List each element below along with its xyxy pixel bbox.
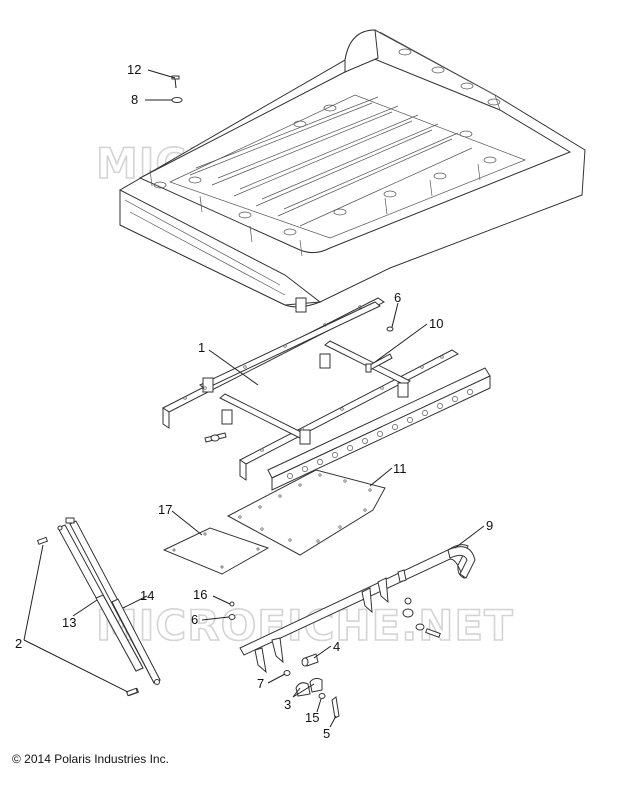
- hardware-6: [228, 614, 236, 620]
- gas-strut-13: [57, 524, 144, 697]
- pin-2-top: [36, 536, 49, 545]
- leader-lines: [23, 69, 485, 728]
- callout-3: 3: [284, 697, 291, 712]
- cargo-box: [119, 29, 586, 308]
- washer-7: [283, 670, 291, 676]
- callout-10: 10: [429, 316, 443, 331]
- callouts: 12 8 1 6 10 11 17 9 16 6 14 13 2 4 7 3 1…: [15, 62, 493, 741]
- washer-8: [171, 97, 183, 103]
- pin-10: [365, 353, 393, 373]
- copyright-notice: © 2014 Polaris Industries Inc.: [12, 752, 169, 766]
- callout-6-bottom: 6: [191, 612, 198, 627]
- callout-13: 13: [62, 615, 76, 630]
- callout-9: 9: [486, 518, 493, 533]
- callout-16: 16: [193, 587, 207, 602]
- callout-14: 14: [140, 588, 154, 603]
- callout-17: 17: [158, 502, 172, 517]
- bolt-5: [331, 696, 340, 719]
- callout-4: 4: [333, 639, 340, 654]
- callout-7: 7: [257, 676, 264, 691]
- panel-11: [226, 469, 386, 556]
- callout-2: 2: [15, 636, 22, 651]
- gas-strut-14: [65, 517, 161, 685]
- panel-17: [162, 527, 270, 575]
- callout-11: 11: [393, 461, 407, 476]
- callout-5: 5: [323, 726, 330, 741]
- bushing-4: [301, 653, 319, 667]
- washer-6-top: [386, 326, 394, 332]
- callout-12: 12: [127, 62, 141, 77]
- callout-6-top: 6: [394, 290, 401, 305]
- nut-15: [318, 693, 326, 699]
- frame-assembly: [162, 297, 491, 491]
- callout-8: 8: [131, 92, 138, 107]
- callout-1: 1: [198, 340, 205, 355]
- callout-15: 15: [305, 710, 319, 725]
- pin-2-bottom: [125, 687, 139, 697]
- hardware-16: [229, 601, 235, 607]
